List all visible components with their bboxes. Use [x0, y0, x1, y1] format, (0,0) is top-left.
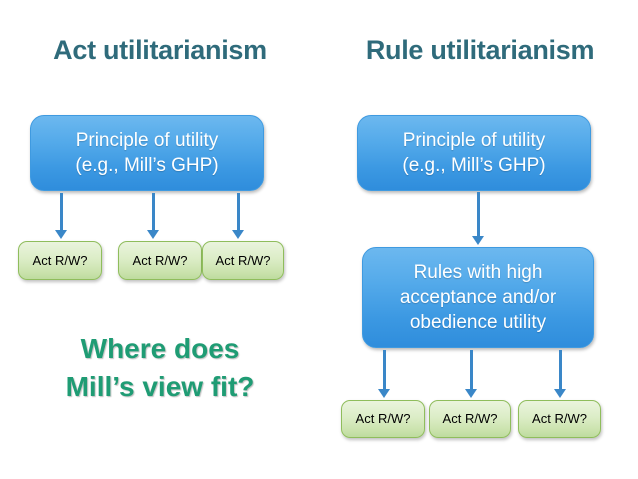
rules-with-high-acceptance-box[interactable]: Rules with high acceptance and/or obedie… — [362, 247, 594, 348]
arrow-shaft — [382, 350, 386, 389]
right-principle-line-2: (e.g., Mill’s GHP) — [402, 155, 546, 176]
left-act-rw-box-3[interactable]: Act R/W? — [202, 241, 284, 280]
arrow-shaft — [236, 193, 240, 230]
left-principle-line-2: (e.g., Mill’s GHP) — [75, 155, 219, 176]
arrow-principle-to-act-2 — [146, 193, 160, 239]
arrow-principle-to-act-3 — [231, 193, 245, 239]
arrow-head — [232, 230, 244, 239]
right-principle-of-utility-box[interactable]: Principle of utility (e.g., Mill’s GHP) — [357, 115, 591, 191]
question-line-1: Where does — [80, 333, 240, 364]
arrow-shaft — [558, 350, 562, 389]
question-callout: Where does Mill’s view fit? — [10, 330, 310, 406]
arrow-shaft — [469, 350, 473, 389]
left-act-rw-box-2[interactable]: Act R/W? — [118, 241, 202, 280]
arrow-principle-to-rules — [471, 192, 485, 245]
arrow-rules-to-act-1 — [377, 350, 391, 398]
arrow-head — [55, 230, 67, 239]
left-principle-of-utility-box[interactable]: Principle of utility (e.g., Mill’s GHP) — [30, 115, 264, 191]
right-column-title: Rule utilitarianism — [365, 35, 595, 65]
rules-line-3: obedience utility — [409, 312, 547, 333]
right-act-rw-box-3[interactable]: Act R/W? — [518, 400, 601, 438]
right-act-rw-box-1[interactable]: Act R/W? — [341, 400, 425, 438]
left-column-title: Act utilitarianism — [53, 35, 267, 65]
left-act-rw-box-1[interactable]: Act R/W? — [18, 241, 102, 280]
arrow-head — [465, 389, 477, 398]
arrow-head — [378, 389, 390, 398]
arrow-shaft — [59, 193, 63, 230]
right-act-rw-box-2[interactable]: Act R/W? — [429, 400, 511, 438]
arrow-shaft — [476, 192, 480, 236]
right-principle-line-1: Principle of utility — [402, 130, 546, 151]
arrow-head — [554, 389, 566, 398]
question-line-2: Mill’s view fit? — [65, 371, 255, 402]
rules-line-1: Rules with high — [413, 262, 543, 283]
arrow-principle-to-act-1 — [54, 193, 68, 239]
left-principle-line-1: Principle of utility — [75, 130, 219, 151]
arrow-head — [147, 230, 159, 239]
rules-line-2: acceptance and/or — [399, 287, 557, 308]
arrow-shaft — [151, 193, 155, 230]
arrow-rules-to-act-2 — [464, 350, 478, 398]
arrow-rules-to-act-3 — [553, 350, 567, 398]
arrow-head — [472, 236, 484, 245]
